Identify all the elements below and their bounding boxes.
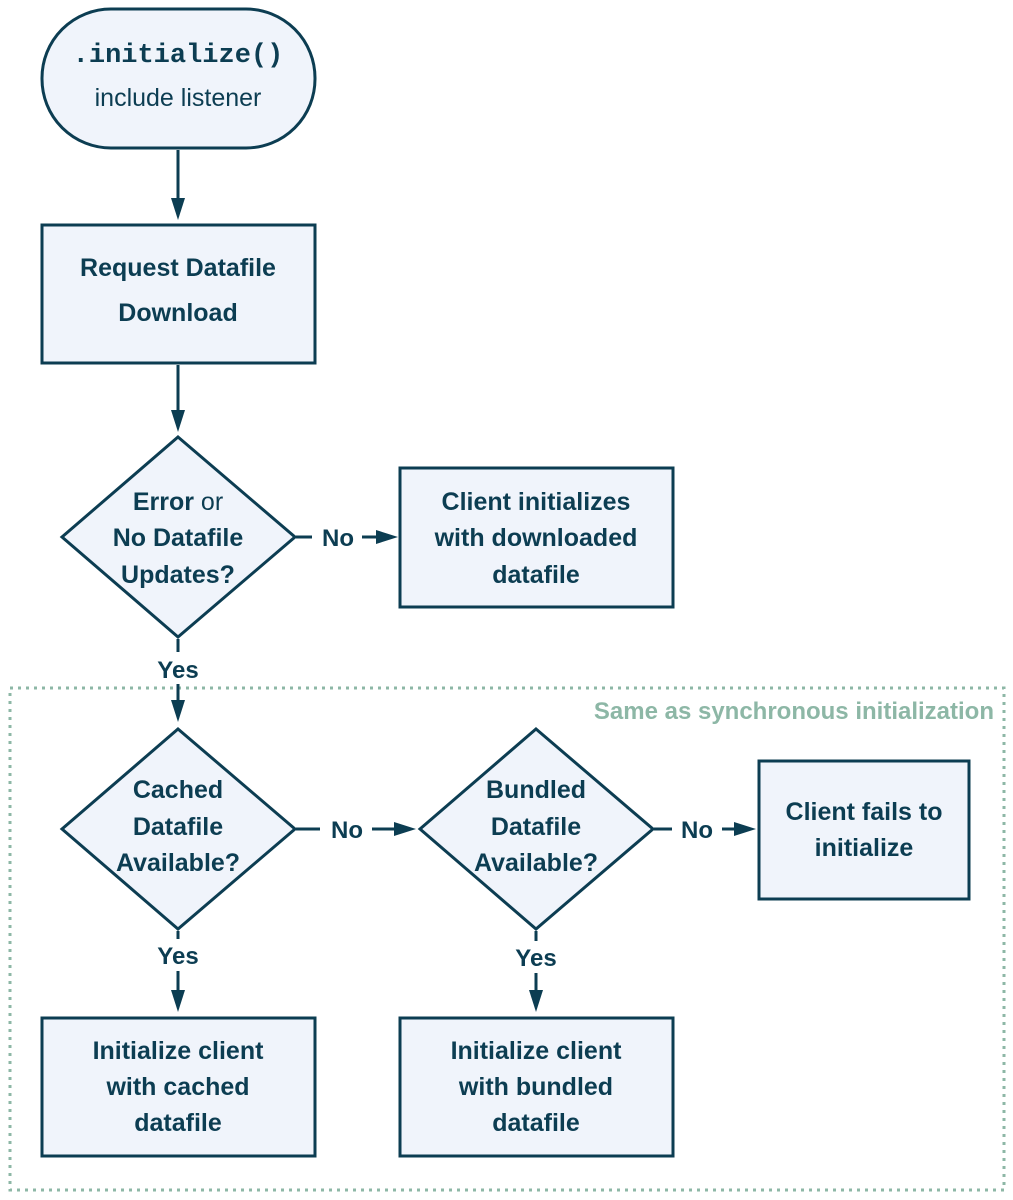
init-bundled-line-1: Initialize client: [451, 1037, 623, 1065]
arrow-error-no: [376, 530, 398, 544]
label-error-yes: Yes: [157, 657, 198, 684]
request-line-2: Download: [118, 299, 237, 327]
arrow-bundled-yes: [529, 990, 543, 1012]
init-bundled-line-2: with bundled: [458, 1073, 613, 1101]
cached-decision-line-2: Datafile: [133, 813, 223, 841]
arrow-start-request: [171, 198, 185, 220]
error-decision-line-1: Error or: [133, 488, 223, 516]
bundled-decision-line-3: Available?: [474, 849, 598, 877]
bundled-decision-node: [417, 727, 656, 931]
error-decision-line-2: No Datafile: [113, 524, 244, 552]
fails-line-1: Client fails to: [786, 798, 943, 826]
start-node: [40, 7, 317, 150]
downloaded-line-3: datafile: [492, 561, 580, 589]
init-cached-line-1: Initialize client: [93, 1037, 265, 1065]
sync-group-border: [8, 686, 1006, 1192]
downloaded-line-2: with downloaded: [434, 524, 638, 552]
bundled-decision-line-2: Datafile: [491, 813, 581, 841]
label-cached-yes: Yes: [157, 943, 198, 970]
start-node-code: .initialize(): [73, 41, 284, 71]
error-decision-node: [59, 435, 298, 639]
label-bundled-yes: Yes: [515, 945, 556, 972]
error-decision-or: or: [194, 488, 223, 516]
cached-decision-node: [59, 727, 298, 931]
start-node-label: include listener: [95, 84, 262, 112]
init-cached-line-2: with cached: [105, 1073, 249, 1101]
cached-decision-line-1: Cached: [133, 776, 223, 804]
client-initializes-downloaded-node: [398, 466, 675, 609]
cached-decision-line-3: Available?: [116, 849, 240, 877]
initialize-cached-node: [40, 1016, 317, 1158]
error-decision-line-3: Updates?: [121, 561, 235, 589]
sync-group-title: Same as synchronous initialization: [594, 698, 994, 725]
arrow-request-error: [171, 410, 185, 432]
init-bundled-line-3: datafile: [492, 1109, 580, 1137]
request-datafile-node: [40, 223, 317, 365]
init-cached-line-3: datafile: [134, 1109, 222, 1137]
fails-line-2: initialize: [815, 834, 914, 862]
arrow-error-yes: [171, 700, 185, 722]
bundled-decision-line-1: Bundled: [486, 776, 586, 804]
downloaded-line-1: Client initializes: [442, 488, 631, 516]
arrow-cached-no: [394, 822, 416, 836]
client-fails-node: [757, 759, 971, 901]
label-bundled-no: No: [681, 817, 713, 844]
arrow-bundled-no: [734, 822, 756, 836]
error-decision-error: Error: [133, 488, 194, 516]
request-line-1: Request Datafile: [80, 254, 276, 282]
label-cached-no: No: [331, 817, 363, 844]
label-error-no: No: [322, 525, 354, 552]
arrow-cached-yes: [171, 990, 185, 1012]
initialize-bundled-node: [398, 1016, 675, 1158]
